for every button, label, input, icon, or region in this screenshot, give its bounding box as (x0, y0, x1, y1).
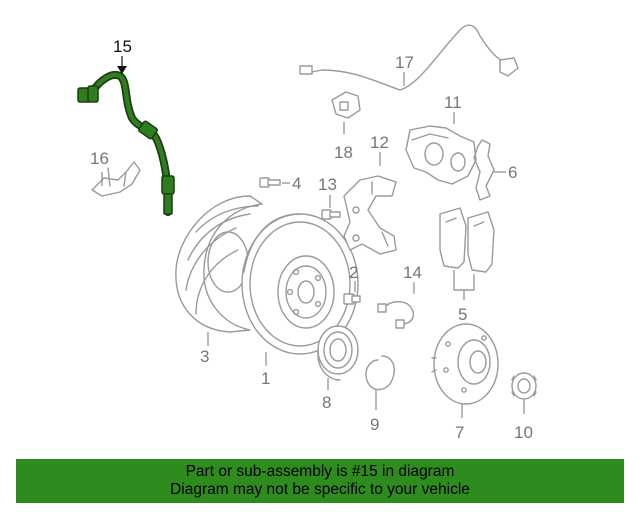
caption-banner: Part or sub-assembly is #15 in diagram D… (16, 459, 624, 503)
callout-8: 8 (322, 393, 331, 412)
axle-nut-part-10[interactable] (511, 372, 537, 400)
callout-14: 14 (403, 263, 422, 282)
brake-pads-part-5[interactable] (439, 207, 495, 273)
sensor-bracket-part-18[interactable] (331, 91, 361, 119)
bracket-part-16[interactable] (91, 161, 141, 197)
callout-17: 17 (395, 53, 414, 72)
bolt-part-4[interactable] (259, 177, 281, 188)
callout-16: 16 (90, 149, 109, 168)
callout-12: 12 (370, 133, 389, 152)
bolt-part-2[interactable] (343, 293, 361, 305)
wheel-hub-part-7[interactable] (431, 323, 499, 405)
callout-2: 2 (349, 263, 358, 282)
callout-1: 1 (261, 369, 270, 388)
callout-9: 9 (370, 415, 379, 434)
brake-hose-part-15[interactable] (77, 71, 175, 216)
dust-shield-part-3[interactable] (175, 195, 263, 333)
wheel-bearing-part-8[interactable] (317, 325, 359, 381)
bolt-part-13[interactable] (321, 209, 341, 220)
caption-line-1: Part or sub-assembly is #15 in diagram (185, 463, 455, 480)
callout-10: 10 (514, 423, 533, 442)
caliper-spring-part-6[interactable] (473, 139, 495, 201)
brake-rotor-part-1[interactable] (241, 213, 359, 355)
callout-3: 3 (200, 347, 209, 366)
brake-caliper-part-11[interactable] (405, 125, 477, 185)
wear-sensor-part-14[interactable] (377, 301, 415, 329)
snap-ring-part-9[interactable] (365, 355, 395, 391)
abs-sensor-part-17[interactable] (299, 24, 519, 91)
callout-5: 5 (458, 305, 467, 324)
callout-13: 13 (318, 175, 337, 194)
caliper-carrier-part-12[interactable] (343, 175, 397, 255)
callout-4: 4 (292, 174, 301, 193)
caption-line-2: Diagram may not be specific to your vehi… (170, 481, 470, 498)
callout-7: 7 (455, 423, 464, 442)
callout-15: 15 (113, 37, 132, 56)
callout-18: 18 (334, 143, 353, 162)
parts-diagram: 15 16 3 1 4 13 (77, 24, 537, 442)
callout-11: 11 (444, 93, 462, 112)
callout-6: 6 (508, 163, 517, 182)
